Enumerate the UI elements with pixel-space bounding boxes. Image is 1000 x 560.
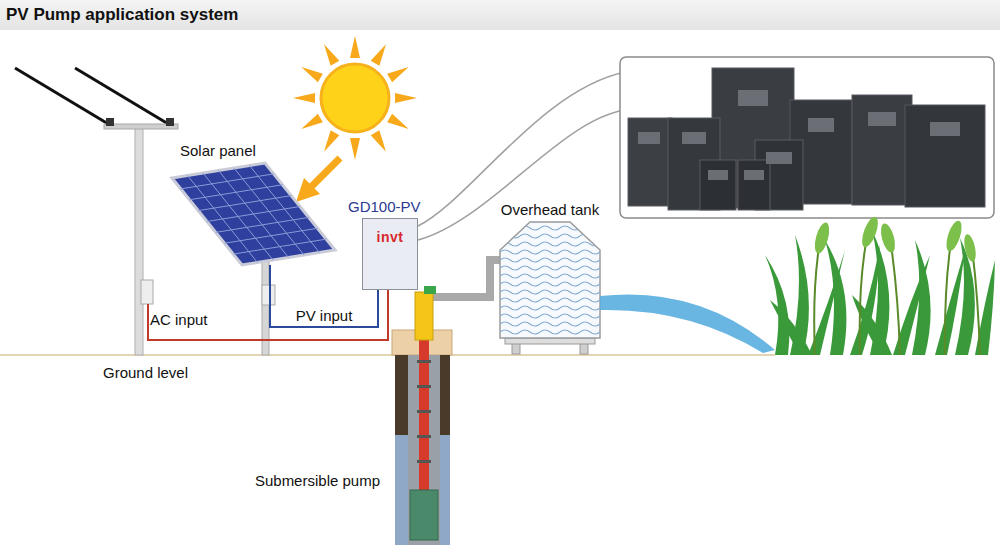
delivery-pipe <box>433 260 502 297</box>
solar-panel <box>172 163 335 265</box>
node-label: Solar panel <box>180 142 256 159</box>
page-title: PV Pump application system <box>6 5 1000 25</box>
power-line <box>75 68 170 125</box>
tank-node: Overhead tank <box>500 222 600 338</box>
node-label: Overhead tank <box>501 201 599 218</box>
logo-text: invt <box>377 229 404 245</box>
overhead-tank <box>500 222 600 354</box>
product-photo <box>620 57 994 218</box>
reed-plumes <box>812 215 978 263</box>
junction-box <box>262 285 275 305</box>
sun <box>293 36 417 160</box>
node-label: GD100-PV <box>348 198 421 215</box>
wire-label: AC input <box>150 311 208 328</box>
controller-box: GD100-PVinvt <box>362 218 418 290</box>
ac-wire <box>148 290 388 340</box>
pole <box>135 125 143 355</box>
crops <box>765 230 995 355</box>
reed-stalks <box>814 232 980 355</box>
node-label: Submersible pump <box>255 472 380 489</box>
wire-label: PV input <box>296 307 353 324</box>
callout-line <box>418 110 625 240</box>
water-jet <box>600 294 775 353</box>
insulator <box>106 118 114 126</box>
ground-label: Ground level <box>103 364 188 381</box>
ground-line <box>0 354 775 356</box>
sunlight-arrow <box>310 158 340 188</box>
insulator <box>166 118 174 126</box>
sunlight-arrowhead <box>296 178 320 202</box>
submersible-pump-well <box>392 286 452 545</box>
power-line <box>15 68 110 125</box>
solar-panel-node: Solar panel <box>172 163 335 265</box>
title-bar: PV Pump application system <box>0 0 1000 30</box>
pump-node: Submersible pump <box>410 490 438 540</box>
junction-box <box>141 280 153 304</box>
callout-line <box>418 72 625 226</box>
